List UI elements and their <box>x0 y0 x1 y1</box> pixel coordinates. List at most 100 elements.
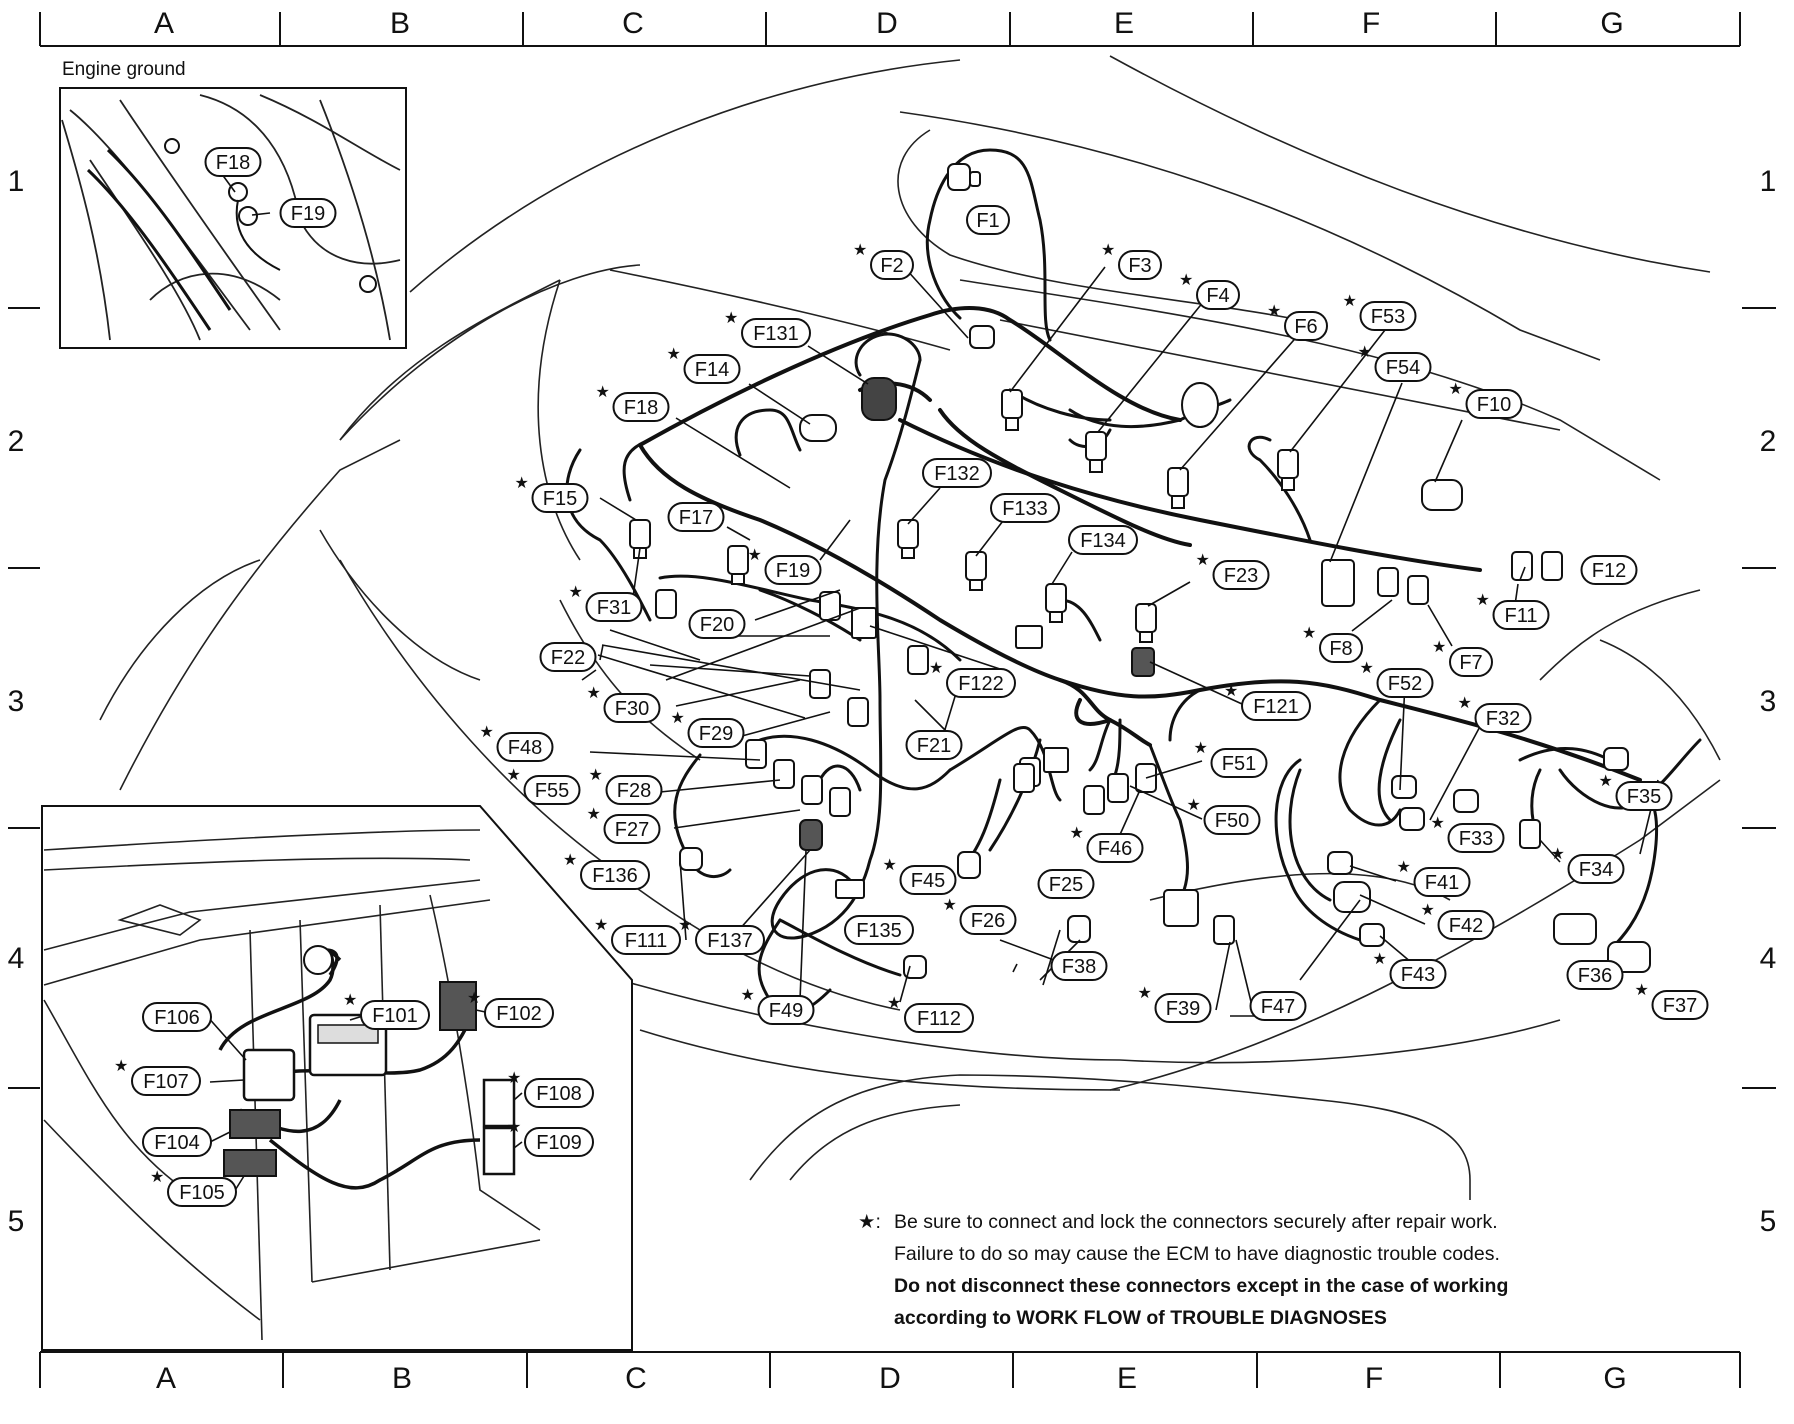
row-label-right: 1 <box>1760 165 1777 198</box>
connector-label-text: F132 <box>934 463 980 485</box>
star-icon: ★ <box>1358 342 1372 361</box>
connector-bodies <box>629 163 1651 979</box>
star-icon: ★ <box>114 1056 128 1075</box>
connector-label-text: F104 <box>154 1132 200 1154</box>
inset-connector-label: F105★ <box>150 1167 237 1207</box>
inset-ground-label: F18 <box>204 147 262 177</box>
connector-label-text: F1 <box>976 210 999 232</box>
connector-label: F7 ★ <box>1432 637 1493 677</box>
star-icon: ★ <box>1267 301 1281 320</box>
connector-label-text: F31 <box>597 597 631 619</box>
connector-label-text: F27 <box>615 819 649 841</box>
star-icon: ★ <box>1431 813 1445 832</box>
row-label-left: 3 <box>8 685 25 718</box>
star-icon: ★ <box>507 1117 521 1136</box>
connector-label-text: F7 <box>1459 652 1482 674</box>
row-label-left: 1 <box>8 165 25 198</box>
star-icon: ★ <box>480 722 494 741</box>
connector-label-text: F106 <box>154 1007 200 1029</box>
connector-label: F25 <box>1037 869 1095 899</box>
connector-label: F46★ <box>1070 823 1144 863</box>
connector-label-text: F49 <box>769 1000 803 1022</box>
connector-label-text: F136 <box>592 865 638 887</box>
col-label-bottom: G <box>1603 1362 1626 1395</box>
star-icon: ★ <box>1432 637 1446 656</box>
connector-label: F15 ★ <box>515 473 589 513</box>
connector-label: F8★ <box>1302 623 1363 663</box>
connector-label-text: F10 <box>1477 394 1511 416</box>
connector-label: F28★ <box>589 765 663 805</box>
note-line-4: according to WORK FLOW of TROUBLE DIAGNO… <box>894 1307 1387 1329</box>
star-icon: ★ <box>150 1167 164 1186</box>
inset-title: Engine ground <box>62 59 186 80</box>
connector-label: F137★ <box>678 915 765 955</box>
connector-label: F54★ <box>1358 342 1432 382</box>
star-icon: ★ <box>1397 857 1411 876</box>
col-label-bottom: C <box>625 1362 647 1395</box>
connector-label-text: F17 <box>679 507 713 529</box>
star-icon: ★ <box>853 240 867 259</box>
connector-label: F35★ <box>1599 771 1673 811</box>
star-icon: ★ <box>1360 658 1374 677</box>
col-label-bottom: B <box>392 1362 412 1395</box>
connector-label: F41★ <box>1397 857 1471 897</box>
connector-label-text: F11 <box>1505 605 1538 627</box>
connector-label: F20 <box>688 609 746 639</box>
connector-label-text: F39 <box>1166 998 1200 1020</box>
star-icon: ★ <box>1421 900 1435 919</box>
connector-label: F12 <box>1580 555 1638 585</box>
col-label-bottom: D <box>879 1362 901 1395</box>
note-line-3: Do not disconnect these connectors excep… <box>894 1275 1509 1297</box>
star-icon: ★ <box>1101 240 1115 259</box>
connector-label-text: F14 <box>695 359 729 381</box>
connector-label-text: F36 <box>1578 965 1612 987</box>
star-icon: ★ <box>1458 693 1472 712</box>
connector-label: F122★ <box>929 658 1016 698</box>
connector-label: F45★ <box>883 855 957 895</box>
star-icon: ★ <box>1476 590 1490 609</box>
star-icon: ★ <box>943 895 957 914</box>
star-icon: ★ <box>587 683 601 702</box>
connector-label-text: F112 <box>917 1008 961 1030</box>
connector-label: F22 <box>539 642 597 672</box>
connector-label-text: F51 <box>1222 753 1256 775</box>
connector-label-text: F25 <box>1049 874 1083 896</box>
connector-label-text: F28 <box>617 780 651 802</box>
connector-label-text: F111 <box>625 930 668 952</box>
connector-label-text: F107 <box>143 1071 189 1093</box>
star-icon: ★ <box>343 990 357 1009</box>
connector-label: F27 ★ <box>587 804 661 844</box>
connector-label-text: F4 <box>1206 285 1229 307</box>
connector-label: F47 <box>1249 991 1307 1021</box>
connector-label-text: F22 <box>551 647 585 669</box>
star-icon: ★ <box>678 915 692 934</box>
connector-label-text: F52 <box>1388 673 1422 695</box>
connector-label: F10★ <box>1449 379 1523 419</box>
star-icon: ★ <box>1599 771 1613 790</box>
star-icon: ★ <box>1138 983 1152 1002</box>
connector-label-text: F23 <box>1224 565 1258 587</box>
col-label-top: B <box>390 7 410 40</box>
connector-label-text: F55 <box>535 780 569 802</box>
star-icon: ★ <box>929 658 943 677</box>
connector-label-text: F26 <box>971 910 1005 932</box>
connector-label: F135 <box>844 915 914 945</box>
star-icon: ★ <box>594 915 608 934</box>
star-icon: ★ <box>563 850 577 869</box>
row-label-left: 5 <box>8 1205 25 1238</box>
connector-label-text: F6 <box>1294 316 1317 338</box>
connector-label-text: F34 <box>1579 859 1613 881</box>
connector-label-text: F15 <box>543 488 577 510</box>
col-label-bottom: A <box>156 1362 176 1395</box>
connector-label: F49★ <box>741 985 815 1025</box>
inset-ground-label: F19 <box>279 198 337 228</box>
star-icon: ★ <box>587 804 601 823</box>
star-icon: ★ <box>515 473 529 492</box>
connector-label: F131★ <box>724 308 811 348</box>
connector-label-text: F53 <box>1371 306 1405 328</box>
inset-connector-label: F107 ★ <box>114 1056 201 1096</box>
connector-label: F6 ★ <box>1267 301 1328 341</box>
connector-label-text: F50 <box>1215 810 1249 832</box>
connector-label: F26 ★ <box>943 895 1017 935</box>
connector-label-text: F12 <box>1592 560 1626 582</box>
